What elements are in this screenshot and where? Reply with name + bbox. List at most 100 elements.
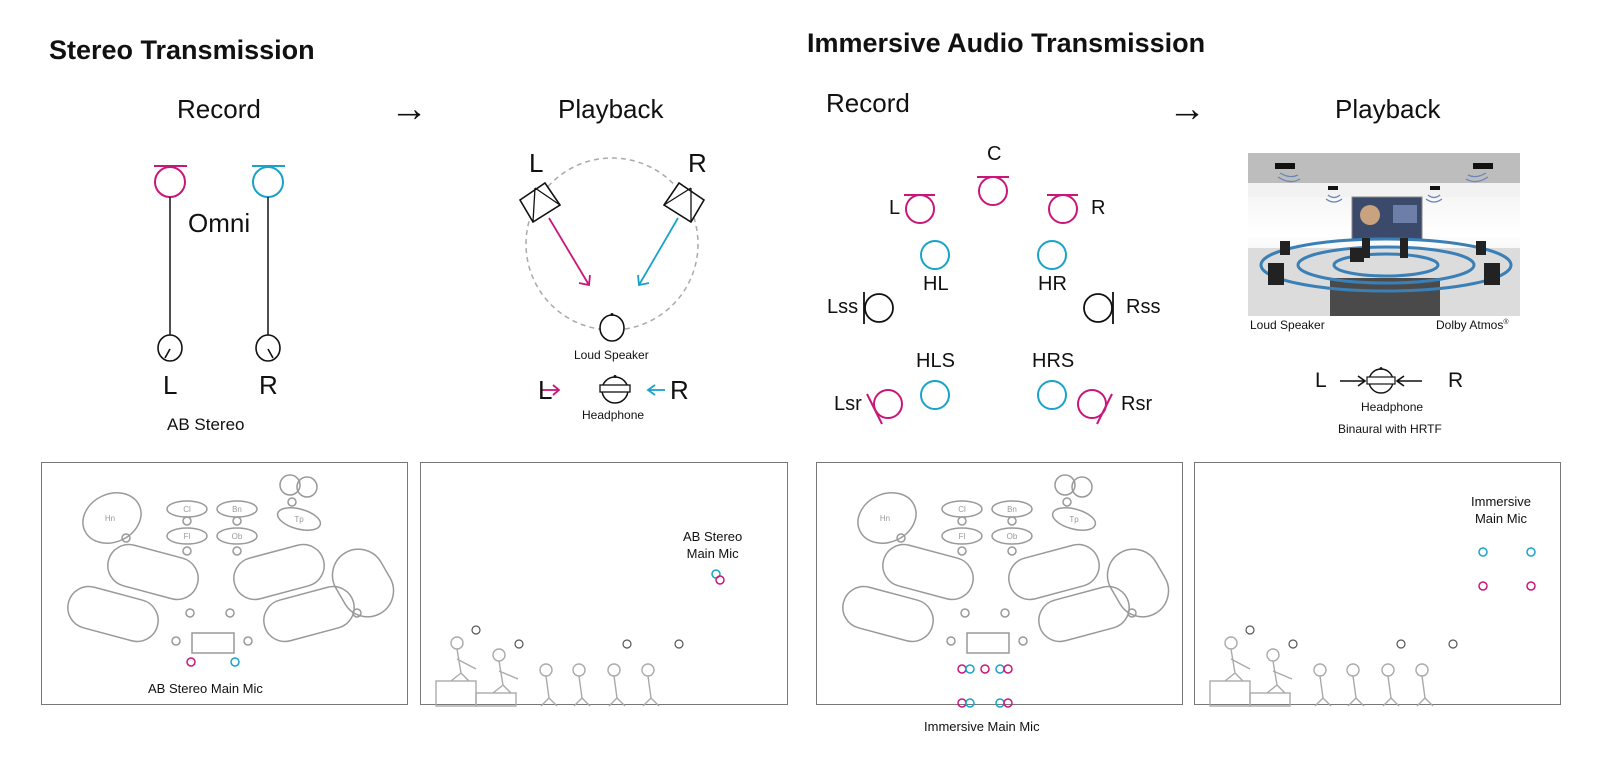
- immersive-side-view-panel: Immersive Main Mic: [1194, 462, 1561, 707]
- binaural-headphone-diagram: [1340, 367, 1422, 394]
- stereo-arrow-icon: →: [390, 88, 428, 130]
- record-right-label: R: [259, 370, 278, 400]
- channel-rss-label: Rss: [1126, 296, 1161, 318]
- mic-rss-icon: [1083, 292, 1114, 324]
- immersive-stage-caption: Immersive Main Mic: [924, 719, 1040, 734]
- channel-r-label: R: [1091, 197, 1106, 219]
- immersive-side-caption: Immersive Main Mic: [1471, 493, 1531, 527]
- sound-wave-icon: [1277, 172, 1489, 203]
- channel-l-label: L: [889, 197, 901, 219]
- orchestra-figures: [1209, 636, 1434, 707]
- stereo-playback-diagram: [518, 157, 706, 404]
- record-left-label: L: [163, 370, 178, 400]
- instrument-label: Cl: [183, 505, 191, 514]
- channel-lsr-label: Lsr: [834, 393, 862, 415]
- stereo-stage-plan: Hn Cl Bn Fl Ob Tp: [67, 474, 395, 667]
- instrument-label: Fl: [959, 532, 966, 541]
- stereo-playback-heading: Playback: [558, 94, 664, 124]
- immersive-record-heading: Record: [826, 88, 910, 118]
- right-speaker-icon: [662, 181, 706, 224]
- omni-label: Omni: [188, 208, 251, 238]
- stereo-side-caption-line1: AB Stereo: [683, 529, 743, 544]
- listener-head-icon: [599, 313, 625, 342]
- mic-r-icon: [1047, 194, 1078, 224]
- instrument-label: Cl: [958, 505, 966, 514]
- channel-rsr-label: Rsr: [1121, 393, 1153, 415]
- headphone-left-label: L: [538, 375, 553, 405]
- immersive-stage-plan: Hn Cl Bn Fl Ob Tp: [842, 474, 1170, 708]
- mic-hrs-icon: [1037, 380, 1067, 410]
- dolby-atmos-caption: Dolby Atmos®: [1436, 318, 1509, 332]
- instrument-label: Hn: [880, 514, 890, 523]
- ab-left-mic-icon: [715, 575, 725, 585]
- mic-l-icon: [904, 194, 935, 224]
- binaural-headphone-caption: Headphone: [1361, 400, 1424, 414]
- instrument-label: Fl: [184, 532, 191, 541]
- channel-hls-label: HLS: [916, 350, 955, 372]
- ab-right-mic-icon: [230, 657, 240, 667]
- left-sound-arrow-icon: [548, 217, 591, 287]
- instrument-label: Bn: [232, 505, 242, 514]
- ceiling-speaker-icon: [1275, 163, 1493, 190]
- instrument-label: Tp: [294, 515, 304, 524]
- stereo-record-heading: Record: [177, 94, 261, 124]
- mic-hls-icon: [920, 380, 950, 410]
- channel-hr-label: HR: [1038, 273, 1067, 295]
- stereo-side-view: [435, 569, 725, 707]
- channel-lss-label: Lss: [827, 296, 859, 318]
- spot-mic-icon: [471, 625, 684, 649]
- immersive-side-caption-line2: Main Mic: [1474, 511, 1527, 526]
- stereo-title: Stereo Transmission: [49, 35, 315, 65]
- binaural-hrtf-caption: Binaural with HRTF: [1338, 422, 1442, 436]
- stereo-stage-caption: AB Stereo Main Mic: [148, 681, 263, 696]
- speaker-left-label: L: [529, 148, 544, 178]
- stereo-headphone-icon: [542, 375, 665, 404]
- binaural-headphone-icon: [1340, 367, 1422, 394]
- instrument-label: Ob: [232, 532, 243, 541]
- right-omni-mic-icon: [252, 165, 285, 362]
- dolby-atmos-label: Dolby Atmos: [1436, 318, 1504, 332]
- stereo-side-caption-line2: Main Mic: [686, 546, 739, 561]
- channel-hl-label: HL: [923, 273, 949, 295]
- ab-stereo-mic-diagram: [154, 165, 285, 362]
- immersive-mic-array-diagram: [863, 176, 1114, 425]
- instrument-label: Bn: [1007, 505, 1017, 514]
- speaker-right-label: R: [688, 148, 707, 178]
- binaural-right-label: R: [1448, 369, 1464, 392]
- mic-hr-icon: [1037, 240, 1067, 270]
- immersive-main-mic-array-icon: [957, 664, 1013, 708]
- immersive-playback-heading: Playback: [1335, 94, 1441, 124]
- stereo-side-view-panel: AB Stereo Main Mic: [420, 462, 788, 707]
- spot-mic-icon: [1245, 625, 1458, 649]
- right-sound-arrow-icon: [637, 217, 679, 287]
- ab-stereo-caption: AB Stereo: [167, 415, 245, 434]
- stereo-loudspeaker-caption: Loud Speaker: [574, 348, 649, 362]
- mic-rsr-icon: [1077, 389, 1113, 425]
- immersive-stage-plan-panel: Hn Cl Bn Fl Ob Tp: [816, 462, 1183, 708]
- instrument-label: Hn: [105, 514, 115, 523]
- binaural-left-label: L: [1315, 369, 1327, 392]
- dolby-atmos-room-illustration: [1248, 153, 1520, 316]
- immersive-title: Immersive Audio Transmission: [807, 28, 1206, 58]
- left-speaker-icon: [518, 181, 562, 224]
- immersive-side-caption-line1: Immersive: [1471, 494, 1531, 509]
- headphone-right-label: R: [670, 375, 689, 405]
- channel-c-label: C: [987, 143, 1002, 165]
- stereo-headphone-caption: Headphone: [582, 408, 645, 422]
- left-omni-mic-icon: [154, 165, 187, 362]
- channel-hrs-label: HRS: [1032, 350, 1075, 372]
- immersive-side-view: [1209, 547, 1536, 707]
- mic-lsr-icon: [866, 389, 903, 425]
- instrument-label: Tp: [1069, 515, 1079, 524]
- registered-mark: ®: [1503, 319, 1509, 326]
- instrument-label: Ob: [1007, 532, 1018, 541]
- stereo-stage-plan-panel: Hn Cl Bn Fl Ob Tp AB Stereo Main Mic: [41, 462, 408, 705]
- immersive-loudspeaker-caption: Loud Speaker: [1250, 318, 1325, 332]
- mic-hl-icon: [920, 240, 950, 270]
- orchestra-figures: [435, 636, 660, 707]
- immersive-main-mic-side-icon: [1478, 547, 1536, 591]
- mic-c-icon: [977, 176, 1009, 206]
- ab-left-mic-icon: [186, 657, 196, 667]
- stereo-side-caption: AB Stereo Main Mic: [683, 528, 742, 562]
- mic-lss-icon: [863, 292, 894, 324]
